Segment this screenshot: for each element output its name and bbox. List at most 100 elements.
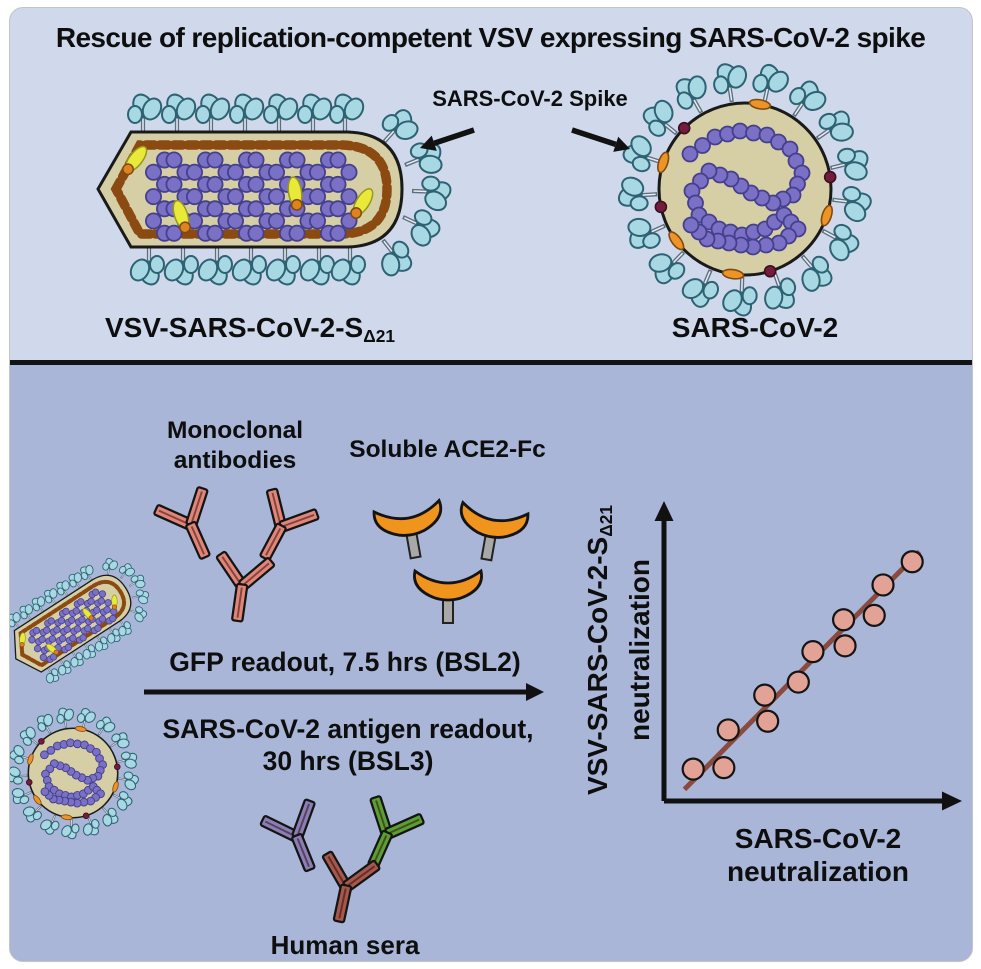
vsv-virion-label-main: VSV-SARS-CoV-2-S [104,312,364,343]
polymerase-protein-icon [122,145,148,176]
polymerase-protein-icon [82,608,94,621]
polymerase-protein-icon [111,594,118,610]
scatter-point [871,573,895,597]
membrane-protein-icon [657,151,670,174]
spike-protein-icon [722,276,758,317]
antigen-readout-line1: SARS-CoV-2 antigen readout, [162,714,534,744]
spike-protein-icon [402,209,441,247]
spike-protein-icon [299,246,335,286]
antibody-arm [291,798,316,840]
y-axis-label-line1: VSV-SARS-CoV-2-SΔ21 [581,480,623,820]
monoclonal-antibody-icon [259,487,320,561]
spike-protein-icon [329,93,365,133]
spike-protein-icon [58,658,72,676]
spike-protein-icon [713,63,748,103]
spike-protein-icon [752,63,789,104]
scatter-point [753,683,777,707]
spike-protein-icon [19,726,39,746]
spike-protein-icon [118,563,135,579]
serum-antibody-icon [367,795,425,869]
vsv-virion-illustration-small [10,557,150,684]
spike-protein-icon [195,93,231,133]
chart-y-axis-label: VSV-SARS-CoV-2-SΔ21 neutralization [581,480,655,820]
y-axis-label-subscript: Δ21 [595,504,616,537]
membrane-protein-icon [112,781,119,793]
membrane-protein-icon [27,753,34,765]
spike-protein-icon [117,751,138,769]
membrane-protein-icon [33,794,42,805]
envelope-protein-icon [38,738,45,745]
spike-protein-icon [94,635,109,652]
y-axis-label-line2: neutralization [623,559,655,742]
envelope-protein-icon [25,779,33,786]
spike-protein-icon [44,588,58,605]
spike-protein-icon [675,75,707,114]
polymerase-protein-icon [172,199,191,234]
spike-protein-icon [231,246,267,286]
ace2-fc-icon [459,499,530,562]
spike-protein-icon [821,223,860,262]
scatter-point [831,608,856,632]
ace2-fc-icon [372,497,443,560]
membrane-protein-icon [820,204,833,227]
spike-protein-icon [101,807,119,827]
antigen-readout-line2: 30 hrs (BSL3) [262,746,434,776]
scatter-point [900,550,924,574]
ace2-fc-icon [413,568,483,624]
spike-protein-icon [197,246,233,286]
scatter-point [716,718,740,742]
spike-protein-icon [118,619,132,637]
spike-protein-icon [11,788,32,805]
spike-protein-icon [815,110,854,142]
spike-protein-icon [56,580,70,597]
spike-protein-icon [36,713,54,734]
spike-protein-icon [263,93,299,133]
membrane-protein-icon [668,231,685,251]
spike-protein-icon [411,175,452,212]
spike-protein-icon [45,666,60,684]
monoclonal-antibodies-label: Monoclonal antibodies [130,416,340,476]
vsv-virion-illustration-large [96,93,452,286]
spike-protein-icon [297,93,333,133]
polymerase-protein-icon [287,176,303,211]
spike-protein-icon [80,564,94,582]
spike-protein-icon [82,815,100,836]
spike-protein-icon [381,109,419,144]
assay-readout-arrow-icon [144,683,544,701]
soluble-ace2-illustration [372,497,530,624]
vsv-virion-label: VSV-SARS-CoV-2-SΔ21 [55,312,445,347]
antigen-readout-label: SARS-CoV-2 antigen readout, 30 hrs (BSL3… [108,713,588,777]
vsv-virion-label-subscript: Δ21 [363,325,396,346]
spike-protein-icon [627,217,666,249]
chart-x-axis-label: SARS-CoV-2 neutralization [698,822,938,888]
spike-protein-icon [82,643,96,660]
spike-protein-icon [40,814,60,835]
spike-protein-icon [10,766,28,785]
membrane-protein-icon [60,814,73,821]
gfp-readout-label: GFP readout, 7.5 hrs (BSL2) [169,647,521,677]
spike-protein-icon [107,627,121,644]
chart-x-axis [664,791,962,811]
spike-protein-icon [118,771,139,791]
spike-protein-icon [68,572,82,589]
envelope-protein-icon [823,170,837,184]
spike-protein-icon [102,557,118,576]
spike-protein-icon [10,612,21,629]
polymerase-protein-icon [19,632,26,648]
spike-protein-icon [31,596,46,613]
scatter-point [681,757,705,781]
scatter-point [862,603,886,628]
spike-protein-icon [10,745,30,765]
y-axis-label-main: VSV-SARS-CoV-2-S [582,536,613,796]
membrane-protein-icon [74,726,87,732]
spike-protein-icon [642,99,678,137]
figure-panel [9,7,973,962]
spike-protein-icon [129,574,146,589]
serum-antibody-icon [259,798,316,873]
spike-pointer-arrow-right-icon [571,127,630,152]
spike-protein-icon [70,651,84,668]
spike-protein-icon [789,80,827,118]
spike-protein-icon [129,246,165,286]
envelope-protein-icon [763,264,777,278]
monoclonal-label-line2: antibodies [173,447,297,474]
